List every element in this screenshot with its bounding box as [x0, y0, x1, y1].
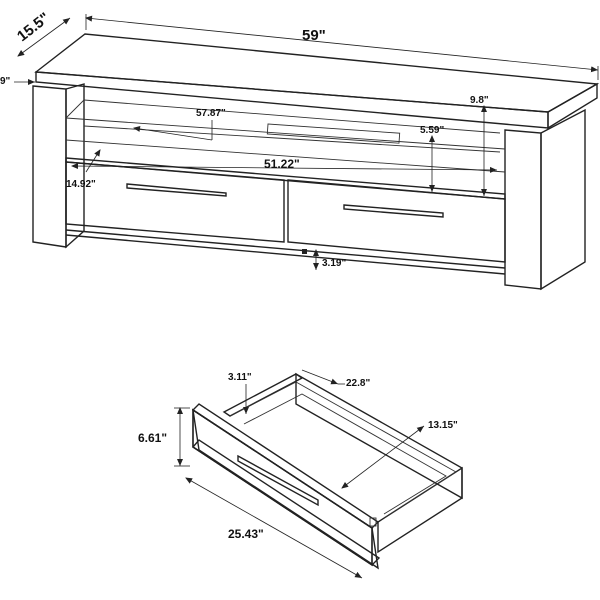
drawer-front-panel-main [192, 408, 379, 570]
label-drawer-inner-width: 13.15" [428, 420, 458, 431]
drawer-front-panel-outline [192, 408, 373, 567]
drawer-front-bottom [191, 439, 381, 566]
label-drawer-front-width: 25.43" [228, 527, 264, 541]
drawer-right-handle [343, 204, 444, 218]
shelf-back-top [83, 99, 501, 134]
label-drawer-length: 22.8" [346, 378, 370, 389]
label-shelf-depth: 57.87" [196, 108, 226, 119]
label-leg-depth: 14.92" [66, 179, 96, 190]
right-leg-side [540, 108, 586, 291]
drawer-dimensions [174, 369, 425, 579]
left-leg-front [32, 85, 67, 248]
drawer-left-handle [126, 183, 227, 197]
tv-stand-dimensions [14, 14, 599, 270]
stand-top-right-edge [547, 82, 598, 130]
drawer-box-inner-rim [229, 381, 457, 519]
cable-slot [266, 123, 401, 144]
shelf-back-left [65, 99, 85, 119]
label-upper-right: 9.8" [470, 95, 489, 106]
label-clearance: 3.19" [322, 258, 346, 269]
label-side-cut: 9" [0, 76, 11, 87]
label-overall-depth: 15.5" [14, 9, 53, 45]
drawer-right [287, 179, 506, 263]
drawer-front-face [192, 408, 373, 567]
drawer-runner [369, 517, 377, 527]
center-foot [302, 249, 307, 254]
drawer-handle [237, 454, 319, 507]
right-leg-front [504, 129, 542, 290]
stand-top-surface [34, 33, 600, 113]
label-overall-width: 59" [302, 27, 326, 44]
label-inner-width: 51.22" [264, 157, 300, 171]
drawer-box-back-wall [295, 372, 463, 500]
label-drawer-side-height: 3.11" [228, 372, 252, 383]
stand-base-front [65, 229, 506, 269]
tv-stand-drawing [32, 33, 600, 291]
stand-base-bottom [65, 234, 506, 275]
label-drawer-height: 6.61" [138, 431, 167, 445]
drawer-left [65, 161, 285, 243]
label-shelf-height: 5.59" [420, 125, 444, 136]
